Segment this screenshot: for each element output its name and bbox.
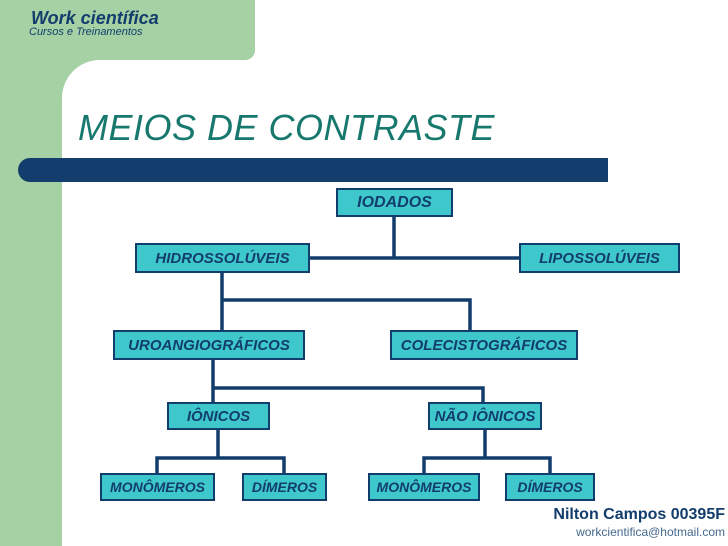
green-frame-top-strip	[0, 0, 255, 60]
node-colecistograficos: COLECISTOGRÁFICOS	[390, 330, 578, 360]
node-monomeros-ionicos: MONÔMEROS	[100, 473, 215, 501]
node-lipossoluveis: LIPOSSOLÚVEIS	[519, 243, 680, 273]
slide-content-area	[62, 60, 728, 546]
node-hidrossoluveis: HIDROSSOLÚVEIS	[135, 243, 310, 273]
title-divider-bar	[18, 158, 608, 182]
node-uroangiograficos: UROANGIOGRÁFICOS	[113, 330, 305, 360]
brand-tagline: Cursos e Treinamentos	[29, 26, 143, 38]
green-frame-left-column	[0, 0, 62, 546]
author-name: Nilton Campos 00395F	[553, 506, 725, 523]
slide-title: MEIOS DE CONTRASTE	[78, 107, 496, 148]
node-dimeros-nao-ionicos: DÍMEROS	[505, 473, 595, 501]
email-link[interactable]: workcientifica@hotmail.com	[576, 525, 725, 539]
node-ionicos: IÔNICOS	[167, 402, 270, 430]
brand-name: Work científica	[31, 8, 159, 28]
node-dimeros-ionicos: DÍMEROS	[242, 473, 327, 501]
node-iodados: IODADOS	[336, 188, 453, 217]
node-nao-ionicos: NÃO IÔNICOS	[428, 402, 542, 430]
footer-credits: Nilton Campos 00395F workcientifica@hotm…	[553, 506, 725, 541]
node-monomeros-nao-ionicos: MONÔMEROS	[368, 473, 480, 501]
